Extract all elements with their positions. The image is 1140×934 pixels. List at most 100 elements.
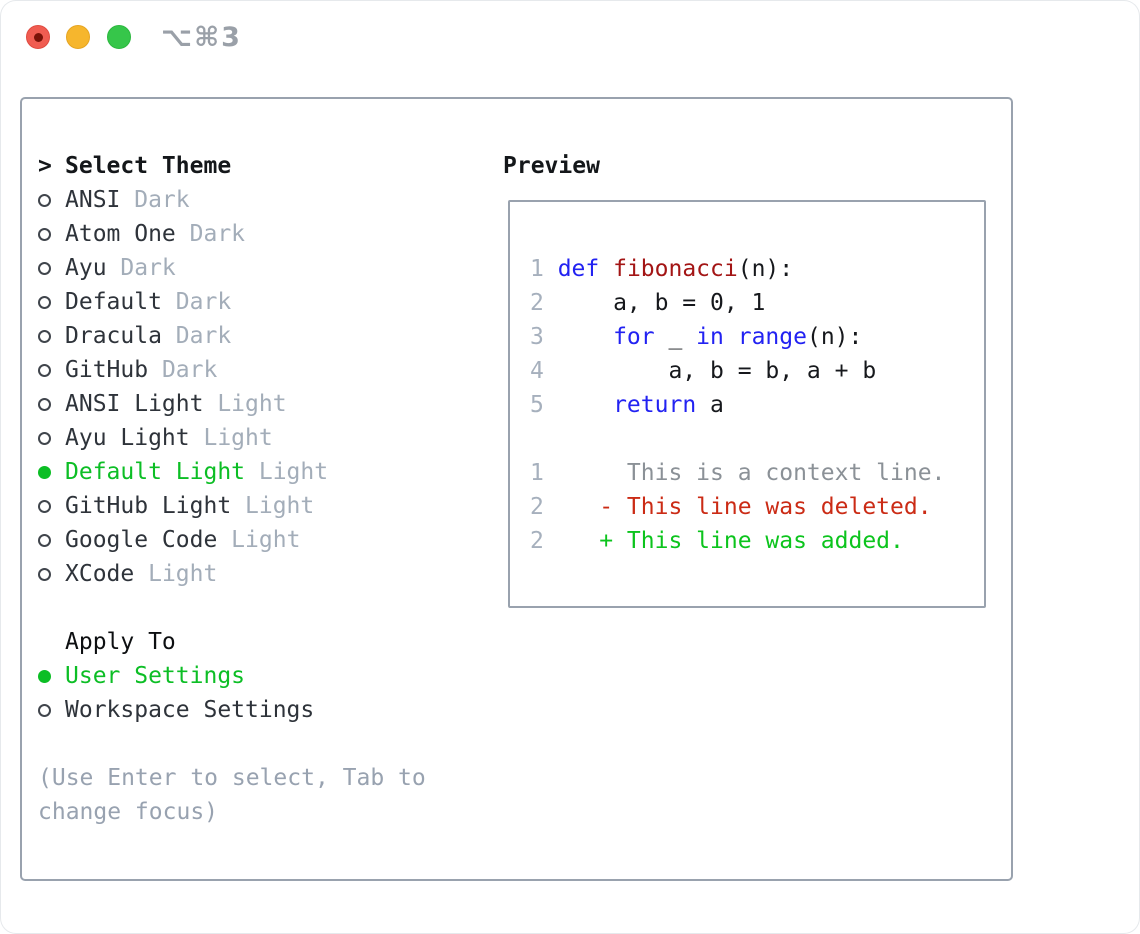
option-label: ANSI Light [65, 391, 204, 417]
option-variant-label: Dark [120, 187, 190, 213]
option-variant-label: Light [245, 459, 329, 485]
radio-icon [38, 397, 51, 411]
option-variant-label: Light [231, 493, 315, 519]
theme-option-ansi-light[interactable]: ANSI Light Light [38, 387, 328, 421]
focus-chevron-icon: > [38, 153, 52, 179]
code-token-context: This is a context line. [557, 460, 946, 486]
apply-to-title: Apply To [65, 629, 176, 655]
code-token-plain: a, b = 0, 1 [557, 290, 766, 316]
line-number: 4 [530, 358, 544, 384]
code-line: 4 a, b = b, a + b [530, 354, 984, 388]
theme-list-header: > Select Theme [38, 149, 328, 183]
line-number: 5 [530, 392, 544, 418]
theme-option-default-light[interactable]: Default Light Light [38, 455, 328, 489]
close-button[interactable] [26, 25, 50, 49]
theme-option-atom-one[interactable]: Atom One Dark [38, 217, 328, 251]
minimize-button[interactable] [66, 25, 90, 49]
option-label: Ayu [65, 255, 107, 281]
radio-icon [38, 703, 51, 717]
code-line: 1 This is a context line. [530, 456, 984, 490]
preview-title: Preview [503, 153, 600, 179]
radio-selected-icon [38, 669, 51, 683]
code-line: 2 - This line was deleted. [530, 490, 984, 524]
theme-option-github[interactable]: GitHub Dark [38, 353, 328, 387]
theme-option-default[interactable]: Default Dark [38, 285, 328, 319]
theme-option-github-light[interactable]: GitHub Light Light [38, 489, 328, 523]
close-button-dot [33, 32, 43, 42]
code-token-added: + This line was added. [557, 528, 904, 554]
option-variant-label: Dark [175, 221, 246, 247]
option-label: Default [65, 289, 162, 315]
apply-option-user-settings[interactable]: User Settings [38, 659, 314, 693]
code-token-plain [599, 256, 613, 282]
code-line: 1 def fibonacci(n): [530, 252, 984, 286]
radio-icon [38, 431, 51, 445]
code-token-plain: (n): [737, 256, 794, 282]
theme-option-ansi[interactable]: ANSI Dark [38, 183, 328, 217]
option-label: Ayu Light [65, 425, 190, 451]
code-line: 3 for _ in range(n): [530, 320, 984, 354]
radio-icon [38, 533, 51, 547]
code-token-keyword: for [613, 324, 655, 350]
option-variant-label: Dark [148, 357, 218, 383]
option-label: ANSI [65, 187, 121, 213]
line-number: 3 [530, 324, 544, 350]
option-label: User Settings [65, 663, 246, 689]
code-token-keyword: in [696, 324, 724, 350]
code-token-keyword: return [613, 392, 697, 418]
code-line: 2 + This line was added. [530, 524, 984, 558]
code-token-deleted: - This line was deleted. [557, 494, 932, 520]
theme-option-dracula[interactable]: Dracula Dark [38, 319, 328, 353]
radio-icon [38, 227, 51, 241]
apply-option-workspace-settings[interactable]: Workspace Settings [38, 693, 314, 727]
radio-icon [38, 567, 51, 581]
option-label: GitHub [65, 357, 149, 383]
code-token-keyword: range [737, 324, 807, 350]
radio-selected-icon [38, 465, 51, 479]
option-variant-label: Dark [161, 323, 232, 349]
line-number: 2 [530, 528, 544, 554]
radio-icon [38, 261, 51, 275]
option-variant-label: Light [134, 561, 218, 587]
window-title: ⌥⌘3 [161, 22, 242, 53]
radio-icon [38, 193, 51, 207]
radio-icon [38, 329, 51, 343]
radio-icon [38, 499, 51, 513]
theme-option-xcode[interactable]: XCode Light [38, 557, 328, 591]
option-label: XCode [65, 561, 135, 587]
radio-icon [38, 295, 51, 309]
theme-option-ayu[interactable]: Ayu Dark [38, 251, 328, 285]
theme-option-google-code[interactable]: Google Code Light [38, 523, 328, 557]
option-variant-label: Light [217, 527, 301, 553]
option-label: Default Light [65, 459, 246, 485]
code-token-plain: a, b = b, a + b [557, 358, 877, 384]
option-label: Workspace Settings [65, 697, 315, 723]
option-label: Google Code [65, 527, 218, 553]
code-token-function: fibonacci [613, 256, 738, 282]
theme-option-ayu-light[interactable]: Ayu Light Light [38, 421, 328, 455]
option-variant-label: Dark [161, 289, 232, 315]
code-token-keyword: def [557, 256, 600, 282]
code-token-plain: (n): [806, 324, 863, 350]
code-line [530, 422, 984, 456]
code-token-plain [724, 324, 738, 350]
code-token-plain [558, 392, 613, 418]
zoom-button[interactable] [107, 25, 131, 49]
hint-line-2: change focus) [38, 799, 219, 825]
line-number: 2 [530, 290, 544, 316]
option-variant-label: Light [189, 425, 273, 451]
line-number: 1 [530, 256, 544, 282]
code-line: 2 a, b = 0, 1 [530, 286, 984, 320]
code-token-plain: a [696, 392, 724, 418]
option-label: GitHub Light [65, 493, 232, 519]
code-token-plain [558, 324, 613, 350]
line-number: 1 [530, 460, 544, 486]
hint-line-1: (Use Enter to select, Tab to [38, 765, 426, 791]
apply-to-header: Apply To [38, 625, 314, 659]
code-line: 5 return a [530, 388, 984, 422]
theme-list-title: Select Theme [65, 153, 232, 179]
